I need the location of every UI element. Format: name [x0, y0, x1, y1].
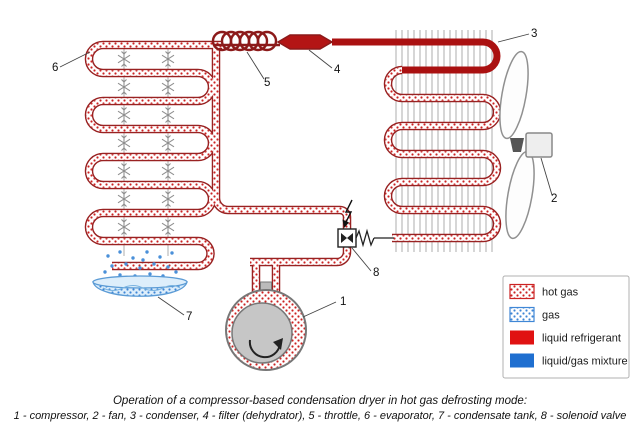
condensate-tank	[92, 275, 188, 297]
legend: hot gas gas liquid refrigerant liquid/ga…	[502, 275, 630, 379]
compressor	[225, 281, 307, 371]
solenoid-valve	[337, 199, 394, 248]
callout-fan: 2	[551, 193, 557, 205]
frost-snowflake-icons	[117, 50, 175, 236]
callout-evaporator: 6	[52, 62, 58, 74]
legend-label-hot-gas: hot gas	[542, 287, 579, 299]
valve-coil	[355, 228, 375, 248]
throttle	[211, 30, 280, 52]
condenser-fins	[395, 30, 493, 252]
callout-condensate-tank: 7	[186, 311, 192, 323]
fan-motor	[525, 132, 553, 158]
evaporator-fins	[123, 48, 169, 256]
legend-swatch-hot-gas	[509, 283, 535, 300]
caption-title: Operation of a compressor-based condensa…	[112, 395, 528, 407]
callout-throttle: 5	[264, 77, 270, 89]
legend-swatch-liquid-gas-mixture	[510, 353, 534, 368]
legend-swatch-gas	[509, 306, 535, 323]
lightning-arrowhead	[342, 219, 349, 228]
caption-key: 1 - compressor, 2 - fan, 3 - condenser, …	[13, 410, 627, 422]
fan-hub	[510, 138, 524, 152]
legend-swatch-liquid-refrigerant	[510, 330, 534, 345]
evaporator-coil	[89, 45, 222, 266]
caption: Operation of a compressor-based condensa…	[0, 394, 640, 424]
filter-dehydrator	[276, 34, 334, 50]
fan-blade-top	[499, 50, 529, 140]
legend-box	[502, 275, 630, 379]
callout-condenser: 3	[531, 28, 537, 40]
hot-gas-feed-line	[216, 45, 347, 230]
fan	[499, 50, 553, 240]
legend-label-liquid-gas-mixture: liquid/gas mixture	[542, 356, 628, 368]
callouts: 1 2 3 4 5 6 7 8	[52, 28, 557, 323]
fan-blade-bottom	[505, 150, 535, 240]
legend-label-gas: gas	[542, 310, 560, 322]
callout-filter: 4	[334, 64, 341, 76]
condenser-coil-upper	[332, 38, 501, 74]
lightning-icon	[344, 199, 353, 225]
compressor-rotor	[231, 302, 293, 364]
callout-compressor: 1	[340, 296, 346, 308]
process-diagram: hot gas gas liquid refrigerant liquid/ga…	[52, 28, 630, 379]
callout-solenoid-valve: 8	[373, 267, 379, 279]
hot-gas-pipes	[89, 45, 497, 300]
condensate-drips	[103, 250, 178, 278]
rotation-arrow-icon	[248, 339, 281, 359]
legend-label-liquid-refrigerant: liquid refrigerant	[542, 333, 621, 345]
